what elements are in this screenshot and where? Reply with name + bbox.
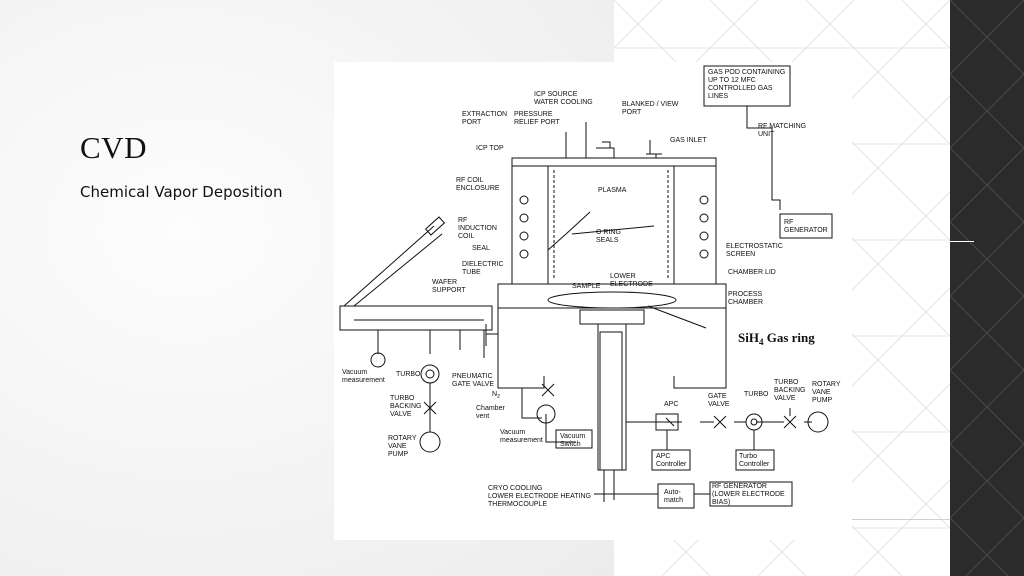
- vacuum-switch-box: [555, 429, 593, 449]
- label-gas-inlet: GAS INLET: [670, 137, 707, 144]
- apc-controller-box: [651, 449, 691, 471]
- turbo-controller-box: [735, 449, 775, 471]
- automatch-box: [657, 483, 695, 509]
- vacuum-gauge-mid: [536, 404, 556, 424]
- rf-generator-box: [779, 213, 833, 239]
- label-seal: SEAL: [472, 245, 490, 252]
- separator-line-upper: [950, 241, 974, 242]
- induction-coil-left: [519, 195, 529, 259]
- label-gas-ring: SiH4 Gas ring: [738, 330, 815, 347]
- rotary-pump-left: [419, 431, 441, 453]
- load-lock: [339, 305, 493, 331]
- label-chamber-lid: CHAMBER LID: [728, 269, 776, 276]
- label-turbo-left: TURBO: [396, 371, 421, 378]
- induction-coil-right: [699, 195, 709, 259]
- label-sample: SAMPLE: [572, 283, 601, 290]
- label-plasma: PLASMA: [598, 187, 627, 194]
- label-turbo-right: TURBO: [744, 391, 769, 398]
- vacuum-gauge-left: [370, 352, 386, 368]
- process-chamber: [497, 308, 727, 389]
- label-n2: N2: [492, 391, 500, 400]
- slide-subtitle: Chemical Vapor Deposition: [80, 183, 283, 201]
- lower-electrode: [579, 309, 645, 325]
- label-automatch: Auto-match: [664, 489, 683, 504]
- rotary-pump-right: [807, 411, 829, 433]
- dark-side-strip: [950, 0, 1024, 576]
- label-icp-top: ICP TOP: [476, 145, 504, 152]
- sample-ellipse: [547, 291, 677, 309]
- slide-title: CVD: [80, 130, 147, 165]
- label-apc: APC: [664, 401, 678, 408]
